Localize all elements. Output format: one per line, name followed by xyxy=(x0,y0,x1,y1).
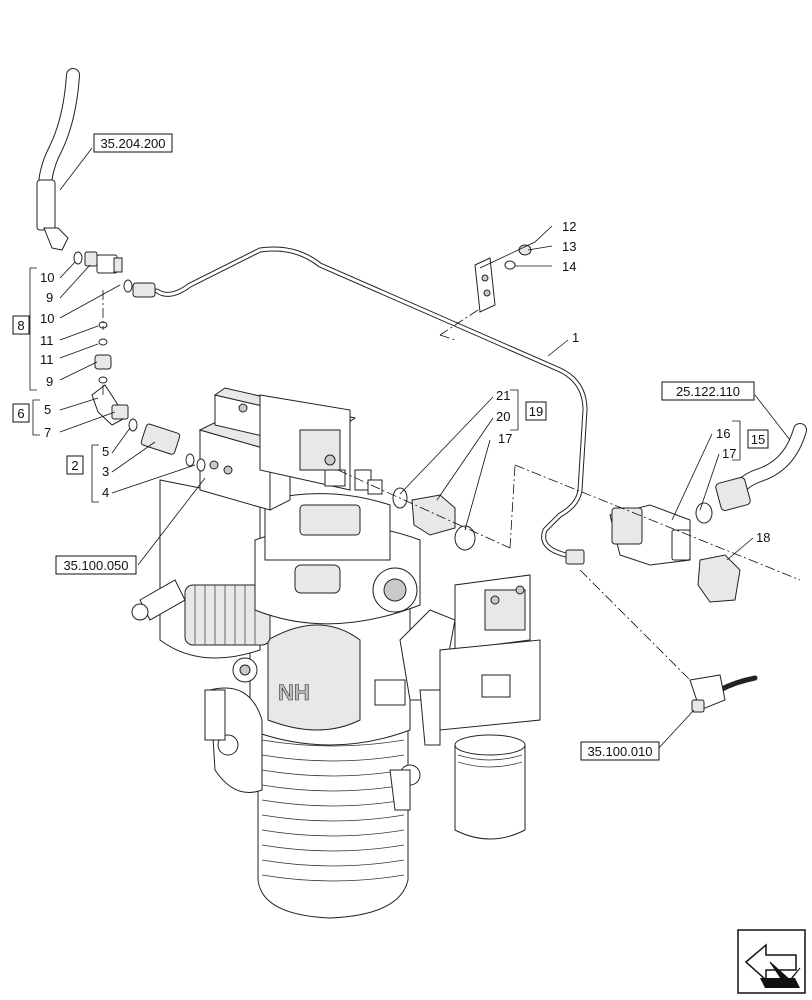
callout-20[interactable]: 20 xyxy=(496,409,510,424)
top-hose-assembly xyxy=(36,68,588,565)
engine-assembly-illustration: NH xyxy=(131,387,541,919)
kit-15[interactable]: 15 xyxy=(732,420,769,461)
callout-21[interactable]: 21 xyxy=(496,388,510,403)
kit-19[interactable]: 19 xyxy=(510,389,547,431)
callout-9[interactable]: 9 xyxy=(46,290,53,305)
callout-16[interactable]: 16 xyxy=(716,426,730,441)
ref-35-100-050[interactable]: 35.100.050 xyxy=(55,555,137,575)
ref-35-100-050-label: 35.100.050 xyxy=(63,558,128,573)
callout-17[interactable]: 17 xyxy=(722,446,736,461)
callout-11[interactable]: 11 xyxy=(40,352,54,367)
callout-numbers: 10 9 10 11 11 9 5 7 5 3 4 12 13 14 1 21 … xyxy=(40,219,770,545)
pipe-clamp xyxy=(474,244,532,313)
assembly-centerlines xyxy=(102,290,801,681)
callout-18[interactable]: 18 xyxy=(756,530,770,545)
kit-2[interactable]: 2 xyxy=(66,444,99,503)
right-connector-group xyxy=(609,423,807,603)
bottom-sensor-assembly xyxy=(689,674,758,713)
ref-35-204-200[interactable]: 35.204.200 xyxy=(93,133,173,153)
kit-8[interactable]: 8 xyxy=(12,267,37,391)
ref-35-100-010-label: 35.100.010 xyxy=(587,744,652,759)
ref-25-122-110-label: 25.122.110 xyxy=(676,384,740,399)
kit-15-label: 15 xyxy=(751,432,765,447)
callout-13[interactable]: 13 xyxy=(562,239,576,254)
kit-6-label: 6 xyxy=(17,406,24,421)
callout-9[interactable]: 9 xyxy=(46,374,53,389)
oil-filter xyxy=(454,734,526,840)
callout-12[interactable]: 12 xyxy=(562,219,576,234)
kit-8-label: 8 xyxy=(17,318,24,333)
kit-19-label: 19 xyxy=(529,404,543,419)
callout-5[interactable]: 5 xyxy=(102,444,109,459)
ref-35-100-010[interactable]: 35.100.010 xyxy=(580,741,660,761)
callout-10[interactable]: 10 xyxy=(40,270,54,285)
navigation-arrow-button[interactable] xyxy=(737,929,806,994)
callout-17[interactable]: 17 xyxy=(498,431,512,446)
callout-11[interactable]: 11 xyxy=(40,333,54,348)
leader-lines xyxy=(59,147,791,751)
ref-25-122-110[interactable]: 25.122.110 xyxy=(661,381,755,401)
kit-2-label: 2 xyxy=(71,458,78,473)
ref-35-204-200-label: 35.204.200 xyxy=(100,136,165,151)
callout-4[interactable]: 4 xyxy=(102,485,109,500)
callout-7[interactable]: 7 xyxy=(44,425,51,440)
svg-text:NH: NH xyxy=(278,680,310,705)
arrow-left-icon xyxy=(744,943,801,988)
callout-3[interactable]: 3 xyxy=(102,464,109,479)
kit-6[interactable]: 6 xyxy=(12,399,40,436)
callout-10[interactable]: 10 xyxy=(40,311,54,326)
valve-block xyxy=(198,387,383,511)
callout-1[interactable]: 1 xyxy=(572,330,579,345)
callout-14[interactable]: 14 xyxy=(562,259,576,274)
callout-5[interactable]: 5 xyxy=(44,402,51,417)
